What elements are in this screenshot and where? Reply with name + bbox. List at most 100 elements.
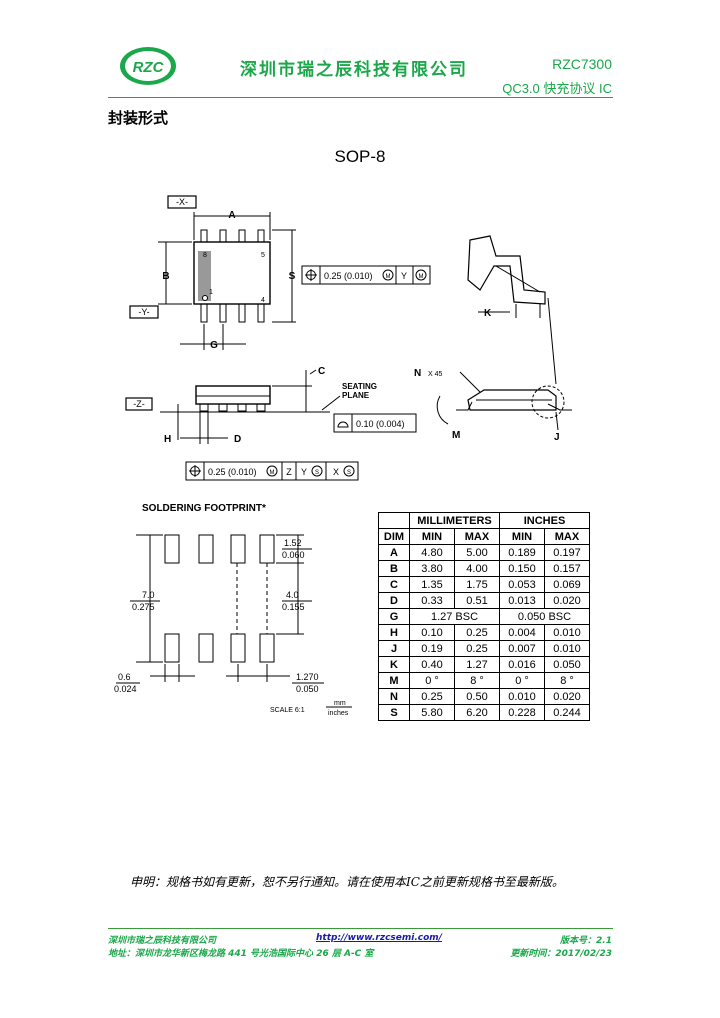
value-cell: 1.27 BSC <box>409 608 500 625</box>
value-cell: 0.33 <box>409 592 455 609</box>
y-datum-label: -Y- <box>138 307 149 317</box>
value-cell: 0.050 BSC <box>499 608 590 625</box>
header-in-min: MIN <box>499 528 545 545</box>
svg-text:inches: inches <box>328 710 349 717</box>
svg-text:4.0: 4.0 <box>286 590 299 600</box>
dim-h-label: H <box>164 434 171 445</box>
value-cell: 0.244 <box>544 704 590 721</box>
svg-text:0.275: 0.275 <box>132 602 155 612</box>
dim-a-label: A <box>228 210 235 221</box>
footer-address: 地址：深圳市龙华新区梅龙路 441 号光浩国际中心 26 层 A-C 室 <box>108 949 374 959</box>
value-cell: 0 ° <box>409 672 455 689</box>
dim-cell: D <box>378 592 410 609</box>
dim-cell: H <box>378 624 410 641</box>
dim-cell: S <box>378 704 410 721</box>
value-cell: 1.35 <box>409 576 455 593</box>
value-cell: 5.80 <box>409 704 455 721</box>
package-name: SOP-8 <box>334 147 386 166</box>
dim-m-label: M <box>452 430 460 441</box>
disclaimer-notice: 申明：规格书如有更新，恕不另行通知。请在使用本IC之前更新规格书至最新版。 <box>130 875 564 889</box>
soldering-footprint: SOLDERING FOOTPRINT* 1.52 0.060 4.0 0.15… <box>114 503 352 717</box>
value-cell: 0.50 <box>454 688 500 705</box>
dim-c-label: C <box>318 366 325 377</box>
svg-text:X: X <box>333 467 339 477</box>
dim-n-label: N <box>414 368 421 379</box>
value-cell: 0.020 <box>544 688 590 705</box>
value-cell: 0.10 <box>409 624 455 641</box>
value-cell: 0.25 <box>454 624 500 641</box>
value-cell: 0.25 <box>409 688 455 705</box>
svg-text:Y: Y <box>401 271 407 281</box>
pin5-label: 5 <box>261 252 265 259</box>
svg-text:Y: Y <box>301 467 307 477</box>
product-subtitle: QC3.0 快充协议 IC <box>502 81 612 96</box>
svg-text:1.52: 1.52 <box>284 538 302 548</box>
dim-cell: C <box>378 576 410 593</box>
footer-divider <box>108 928 613 929</box>
dim-cell: K <box>378 656 410 673</box>
header-blank <box>378 512 410 529</box>
value-cell: 0.004 <box>499 624 545 641</box>
side-view: -Z- C SEATING PLANE 0.10 (0.004) H D 0.2… <box>125 366 417 481</box>
value-cell: 8 ° <box>544 672 590 689</box>
value-cell: 0.050 <box>544 656 590 673</box>
value-cell: 8 ° <box>454 672 500 689</box>
value-cell: 6.20 <box>454 704 500 721</box>
svg-text:S: S <box>315 470 319 476</box>
flatness-value: 0.10 (0.004) <box>356 419 405 429</box>
footer-version: 版本号：2.1 <box>560 936 612 946</box>
header-divider <box>108 97 613 98</box>
value-cell: 0.007 <box>499 640 545 657</box>
value-cell: 1.75 <box>454 576 500 593</box>
value-cell: 0.020 <box>544 592 590 609</box>
value-cell: 0.013 <box>499 592 545 609</box>
svg-text:0.024: 0.024 <box>114 684 137 694</box>
dim-cell: G <box>378 608 410 625</box>
svg-text:0.6: 0.6 <box>118 672 131 682</box>
section-title: 封装形式 <box>108 109 169 127</box>
pin1-label: 1 <box>209 289 213 296</box>
dim-g-label: G <box>210 340 218 351</box>
dim-cell: M <box>378 672 410 689</box>
dimension-table: MILLIMETERS INCHES DIM MIN MAX MIN MAX A… <box>378 512 590 721</box>
value-cell: 3.80 <box>409 560 455 577</box>
svg-text:M: M <box>419 274 424 280</box>
svg-text:7.0: 7.0 <box>142 590 155 600</box>
header-millimeters: MILLIMETERS <box>409 512 500 529</box>
scale-label: SCALE 6:1 <box>270 707 305 714</box>
svg-text:mm: mm <box>334 700 346 707</box>
header-mm-min: MIN <box>409 528 455 545</box>
svg-text:S: S <box>347 470 351 476</box>
footer-url-link[interactable]: http://www.rzcsemi.com/ <box>316 933 442 943</box>
footer-date: 更新时间：2017/02/23 <box>510 949 612 959</box>
value-cell: 0.228 <box>499 704 545 721</box>
top-view: -X- 8 5 1 4 A B -Y- S 0.25 (0.010) M Y M <box>129 195 431 351</box>
part-number: RZC7300 <box>552 56 612 72</box>
header-mm-max: MAX <box>454 528 500 545</box>
value-cell: 0.19 <box>409 640 455 657</box>
tol2-value: 0.25 (0.010) <box>208 467 257 477</box>
value-cell: 0.010 <box>544 624 590 641</box>
value-cell: 0.016 <box>499 656 545 673</box>
header-in-max: MAX <box>544 528 590 545</box>
value-cell: 0.069 <box>544 576 590 593</box>
tol1-value: 0.25 (0.010) <box>324 271 373 281</box>
dim-d-label: D <box>234 434 241 445</box>
value-cell: 0.25 <box>454 640 500 657</box>
value-cell: 0.51 <box>454 592 500 609</box>
value-cell: 1.27 <box>454 656 500 673</box>
value-cell: 0.010 <box>499 688 545 705</box>
dim-s-label: S <box>289 271 296 282</box>
footer-company: 深圳市瑞之辰科技有限公司 <box>108 936 217 946</box>
svg-text:0.060: 0.060 <box>282 550 305 560</box>
lead-detail: K N X 45 M J <box>414 235 572 443</box>
pin8-label: 8 <box>203 252 207 259</box>
